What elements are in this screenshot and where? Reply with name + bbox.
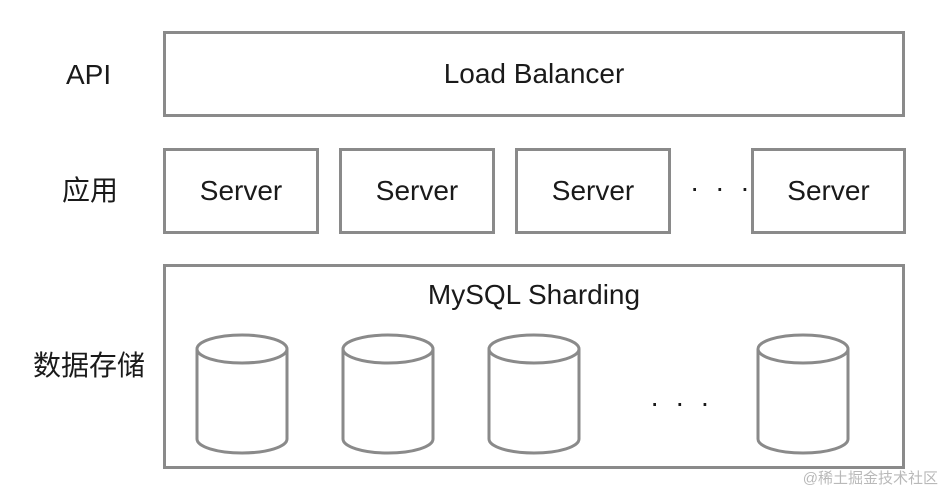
- server-ellipsis: · · ·: [690, 172, 754, 203]
- database-icon: [756, 333, 850, 455]
- mysql-sharding-box: MySQL Sharding · · ·: [163, 264, 905, 469]
- app-label: 应用: [62, 175, 119, 206]
- load-balancer-label: Load Balancer: [443, 58, 625, 89]
- server-label: Server: [787, 175, 870, 206]
- server-label: Server: [199, 175, 283, 206]
- load-balancer-box: Load Balancer: [163, 31, 905, 117]
- database-icon: [341, 333, 435, 455]
- server-label: Server: [551, 175, 635, 206]
- watermark: @稀土掘金技术社区: [802, 470, 938, 487]
- database-icon: [195, 333, 289, 455]
- mysql-sharding-title: MySQL Sharding: [427, 279, 641, 310]
- server-box: Server: [163, 148, 319, 234]
- database-icon: [487, 333, 581, 455]
- storage-label: 数据存储: [33, 350, 146, 381]
- server-box: Server: [751, 148, 906, 234]
- database-ellipsis: · · ·: [650, 387, 714, 418]
- server-box: Server: [515, 148, 671, 234]
- server-box: Server: [339, 148, 495, 234]
- server-label: Server: [375, 175, 459, 206]
- api-label: API: [66, 59, 112, 90]
